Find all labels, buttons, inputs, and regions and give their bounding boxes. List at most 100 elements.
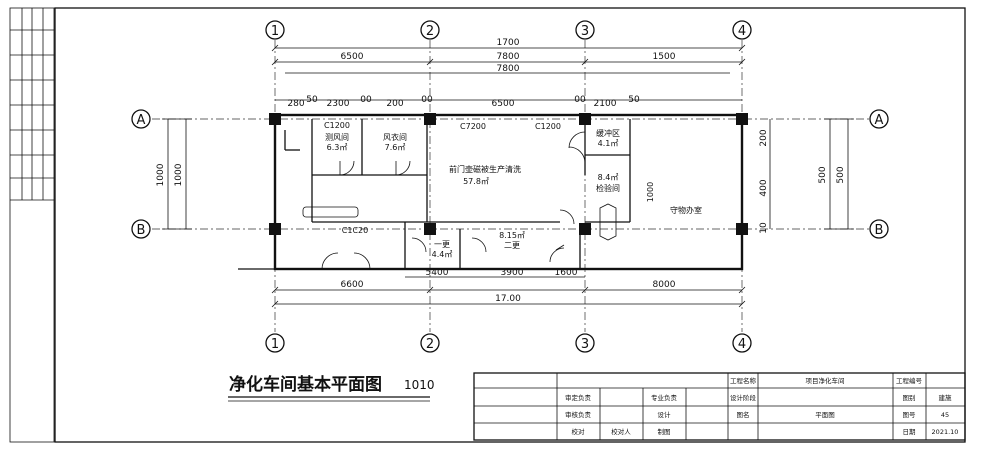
grid-bubble-1-top: 1 (265, 20, 285, 40)
grid-bubble-2-bottom: 2 (420, 333, 440, 353)
dim-bot-total: 17.00 (495, 294, 521, 304)
building-walls (238, 113, 744, 271)
tb-stage-label: 设计阶段 (730, 393, 757, 402)
grid-bubble-3-top: 3 (575, 20, 595, 40)
station-name: 检验间 (596, 183, 620, 193)
buffer-room-name: 缓冲区 (596, 128, 620, 138)
dim-seg-1: 280 (287, 99, 304, 109)
tb-design-label: 设计 (658, 410, 672, 419)
tb-number-label: 图号 (903, 411, 917, 419)
dim-top-b: 7800 (497, 52, 520, 62)
dim-right-e: 10 (759, 222, 769, 234)
room-labels: 测风间 6.3㎡ 风衣间 7.6㎡ C1200 C7200 C1200 前门壶磁… (324, 121, 702, 259)
grid-bubble-4-bottom: 4 (732, 333, 752, 353)
tb-project-no-label: 工程编号 (896, 376, 923, 385)
room-b-name: 风衣间 (383, 132, 407, 142)
small-room-1-name: 一更 (434, 240, 450, 249)
dim-seg-9: 2100 (594, 99, 617, 109)
dim-seg-2: 50 (306, 95, 318, 105)
dim-seg-6: 00 (421, 95, 433, 105)
drawing-title: 净化车间基本平面图 (229, 374, 382, 395)
tb-check-label: 校对 (572, 427, 586, 436)
drawing-title-group: 净化车间基本平面图 1010 (228, 374, 435, 402)
svg-text:3: 3 (581, 24, 589, 39)
dim-left-a: 1000 (156, 163, 166, 186)
grid-bubble-1-bottom: 1 (265, 333, 285, 353)
title-block: 工程名称 项目净化车间 工程编号 审定负责 专业负责 设计阶段 图别 建施 审核… (473, 372, 966, 441)
grid-bubble-4-top: 4 (732, 20, 752, 40)
dim-seg-4: 00 (360, 95, 372, 105)
top-dimensions: 1700 6500 7800 1500 7800 280 50 2300 00 … (271, 38, 746, 109)
dim-top-a: 6500 (341, 52, 364, 62)
dim-seg-7: 6500 (492, 99, 515, 109)
main-code-2: C1200 (535, 122, 561, 131)
tb-type-label: 图别 (903, 393, 916, 402)
small-room-1-area: 4.4㎡ (432, 250, 453, 259)
station-area: 8.4㎡ (598, 173, 619, 182)
dim-left-b: 1000 (174, 163, 184, 186)
dim-top-c: 1500 (653, 52, 676, 62)
svg-text:2: 2 (426, 337, 434, 352)
svg-text:B: B (875, 223, 884, 238)
svg-text:A: A (875, 113, 884, 128)
grid-bubble-2-top: 2 (420, 20, 440, 40)
dim-right-a: 500 (818, 166, 828, 183)
tb-sheet-label: 图名 (737, 410, 750, 419)
binding-strip (9, 7, 55, 443)
main-code-1: C7200 (460, 122, 486, 131)
svg-text:A: A (137, 113, 146, 128)
room-b-area: 7.6㎡ (385, 143, 406, 152)
svg-text:1: 1 (271, 337, 279, 352)
tb-project-name: 项目净化车间 (806, 376, 845, 385)
grid-bubble-A-right: A (869, 109, 889, 129)
side-dimensions: 1000 1000 500 500 200 400 10 (156, 118, 854, 234)
dim-bot-c: 1600 (555, 268, 578, 278)
bottom-dimensions: 5400 3900 1600 6600 8000 17.00 (271, 268, 746, 308)
main-room-name: 前门壶磁被生产清洗 (449, 164, 521, 174)
tb-sheet-name: 平面图 (815, 411, 835, 419)
small-room-2-area: 8.15㎡ (499, 231, 525, 240)
tb-project-label: 工程名称 (730, 376, 757, 385)
dim-total-top: 1700 (497, 38, 520, 48)
tb-type-value: 建施 (939, 393, 953, 402)
small-room-2-name: 二更 (504, 241, 520, 250)
dim-seg-3: 2300 (327, 99, 350, 109)
svg-text:4: 4 (738, 337, 746, 352)
tb-review-label: 审核负责 (565, 410, 592, 419)
svg-text:B: B (137, 223, 146, 238)
structural-columns (269, 113, 748, 235)
buffer-room-area: 4.1㎡ (598, 139, 619, 148)
dim-seg-5: 200 (386, 99, 403, 109)
dim-right-c: 200 (759, 129, 769, 146)
dim-seg-8: 00 (574, 95, 586, 105)
dim-bot-b: 3900 (501, 268, 524, 278)
grid-bubble-B-left: B (131, 219, 151, 239)
tb-date-label: 日期 (903, 428, 917, 436)
tb-approve-label: 审定负责 (565, 393, 592, 402)
svg-text:4: 4 (738, 24, 746, 39)
room-a-code: C1200 (324, 121, 350, 130)
dim-right-b: 500 (836, 166, 846, 183)
grid-bubble-3-bottom: 3 (575, 333, 595, 353)
tb-draw-label: 制图 (658, 427, 671, 436)
dim-bot-a: 5400 (426, 268, 449, 278)
dim-seg-10: 50 (628, 95, 640, 105)
main-room-area: 57.8㎡ (463, 177, 489, 186)
room-a-area: 6.3㎡ (327, 143, 348, 152)
grid-bubble-A-left: A (131, 109, 151, 129)
door-swings (302, 131, 617, 270)
tb-lead-label: 专业负责 (651, 393, 678, 402)
dim-bot-d: 6600 (341, 280, 364, 290)
sheet-border (54, 7, 966, 443)
tb-date-value: 2021.10 (932, 428, 959, 436)
side-dim-label: 1000 (646, 182, 655, 202)
svg-text:3: 3 (581, 337, 589, 352)
guard-room-name: 守物办室 (670, 205, 702, 215)
dim-bot-e: 8000 (653, 280, 676, 290)
corridor-code: C1C20 (342, 226, 368, 235)
dim-right-d: 400 (759, 179, 769, 196)
room-a-name: 测风间 (325, 133, 349, 142)
svg-text:2: 2 (426, 24, 434, 39)
drawing-scale: 1010 (404, 378, 435, 392)
